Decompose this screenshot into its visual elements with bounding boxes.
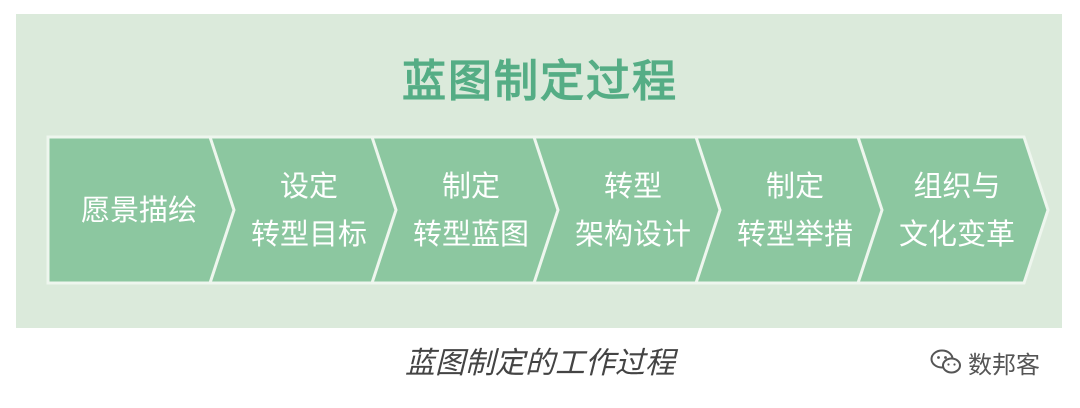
chevron-step-2 (207, 135, 402, 285)
step-3-label-line-1: 制定 (442, 169, 500, 203)
chevron-step-5 (693, 135, 888, 285)
diagram-title: 蓝图制定过程 (402, 56, 678, 107)
step-5-label-line-2: 转型举措 (737, 217, 853, 251)
wechat-icon (930, 349, 961, 374)
chevron-step-6 (855, 135, 1050, 285)
step-4-label-line-2: 架构设计 (575, 217, 691, 251)
step-5-label-line-1: 制定 (766, 169, 824, 203)
watermark: 数邦客 (930, 344, 1040, 380)
step-1-label-line-1: 愿景描绘 (81, 193, 197, 227)
chevron-step-4 (531, 135, 726, 285)
step-6-label-line-2: 文化变革 (899, 217, 1015, 251)
step-6-label-line-1: 组织与 (913, 169, 1000, 203)
step-3-label-line-2: 转型蓝图 (413, 217, 529, 251)
step-2-label-line-1: 设定 (280, 169, 338, 203)
step-2-label-line-2: 转型目标 (251, 217, 367, 251)
chevron-step-3 (369, 135, 564, 285)
step-4-label-line-1: 转型 (604, 169, 662, 203)
watermark-text: 数邦客 (968, 350, 1040, 379)
caption: 蓝图制定的工作过程 (405, 346, 675, 381)
